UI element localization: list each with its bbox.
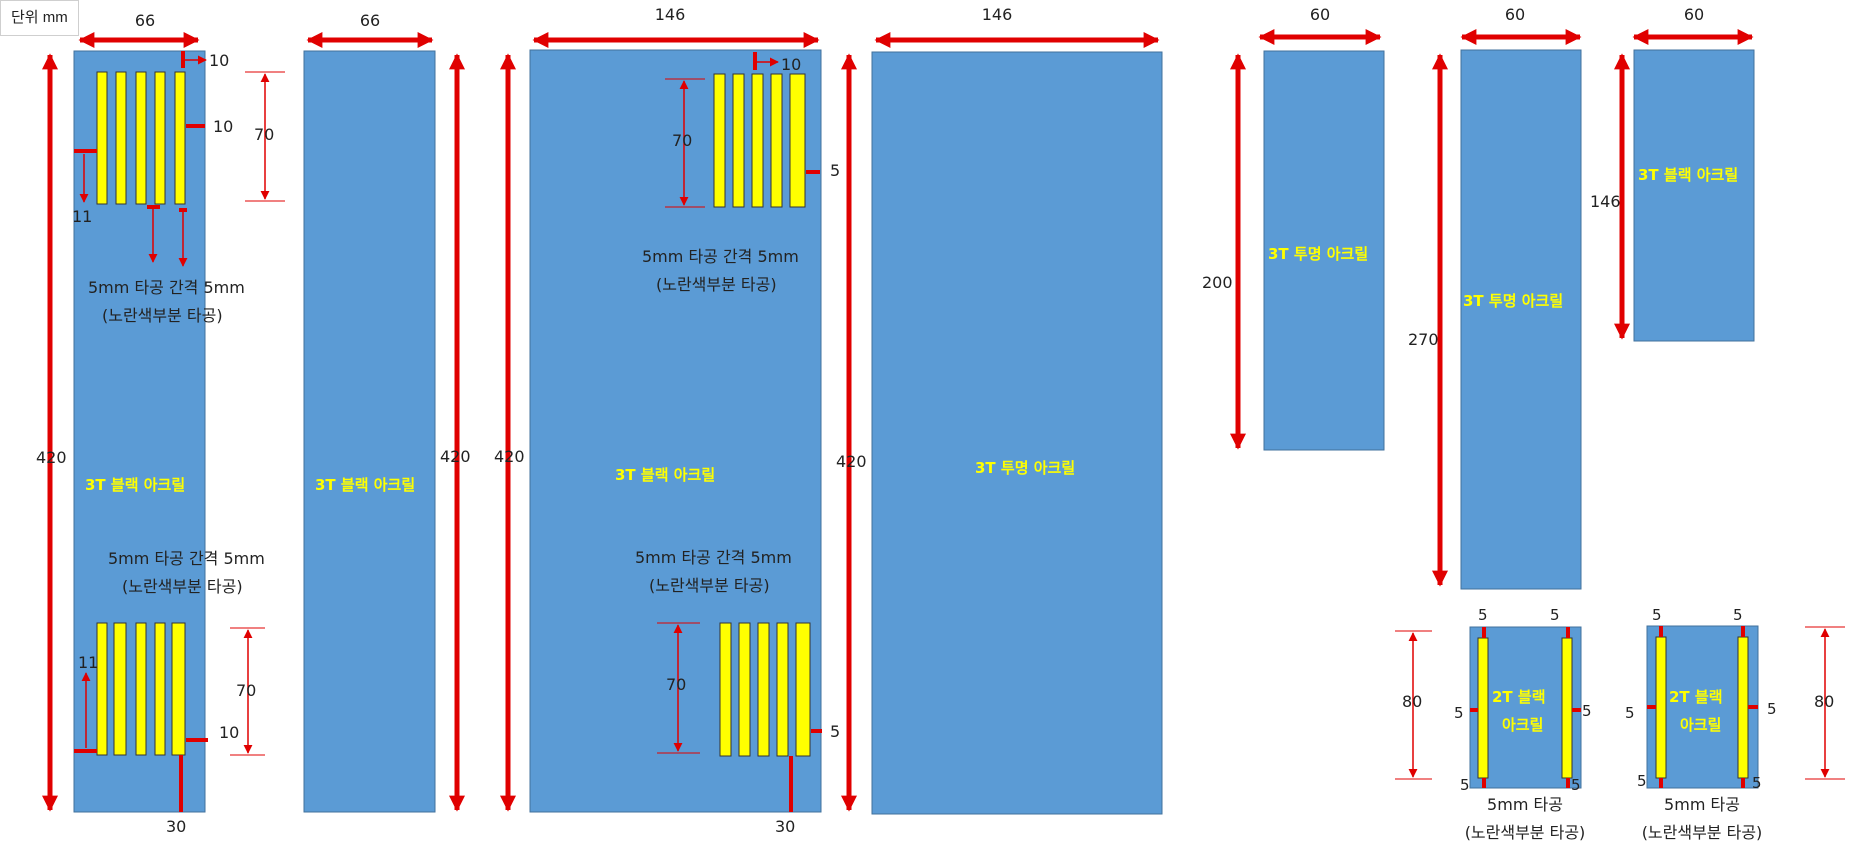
panel-1-note-top-sub: (노란색부분 타공) xyxy=(102,306,223,325)
panel-3-top-slot-label: 70 xyxy=(672,131,692,150)
panel-2-body xyxy=(303,50,436,813)
panel-1-top-slots xyxy=(96,71,186,205)
panel-9-height-label: 80 xyxy=(1814,692,1834,711)
panel-7-body xyxy=(1633,49,1755,342)
panel-8-note-sub: (노란색부분 타공) xyxy=(1465,823,1586,842)
panel-9-dim-mr: 5 xyxy=(1767,700,1777,718)
panel-2: 66 420 3T 블랙 아크릴 xyxy=(303,11,471,813)
panel-1-width-label: 66 xyxy=(135,11,155,30)
panel-1-note-top: 5mm 타공 간격 5mm xyxy=(88,278,245,297)
panel-3-height-label-right: 420 xyxy=(836,452,867,471)
panel-9-title-line1: 2T 블랙 xyxy=(1669,688,1723,706)
panel-1-bottom-left-label: 11 xyxy=(78,653,98,672)
panel-8: 5 5 5 5 5 5 2T 블랙 아크릴 80 5mm 타공 (노란색부분 타… xyxy=(1395,606,1592,842)
panel-5: 60 200 3T 투명 아크릴 xyxy=(1202,5,1385,451)
panel-8-dim-bl: 5 xyxy=(1460,776,1470,794)
panel-1-right-edge-label: 10 xyxy=(213,117,233,136)
panel-3-bottom-right-label: 5 xyxy=(830,722,840,741)
panel-7-title: 3T 블랙 아크릴 xyxy=(1638,166,1738,184)
panel-5-body xyxy=(1263,50,1385,451)
panel-7-height-label: 146 xyxy=(1590,192,1621,211)
panel-1-title: 3T 블랙 아크릴 xyxy=(85,476,185,494)
panel-9-title-line2: 아크릴 xyxy=(1680,716,1721,734)
panel-8-title-line1: 2T 블랙 xyxy=(1492,688,1546,706)
panel-5-height-label: 200 xyxy=(1202,273,1233,292)
panel-4-width-label: 146 xyxy=(982,5,1013,24)
panel-1-note-bottom-sub: (노란색부분 타공) xyxy=(122,577,243,596)
panel-3-height-label-left: 420 xyxy=(494,447,525,466)
panel-9-dim-bl: 5 xyxy=(1637,772,1647,790)
panel-3-top-edge-label: 10 xyxy=(781,55,801,74)
panel-9-note-sub: (노란색부분 타공) xyxy=(1642,823,1763,842)
panel-6-height-label: 270 xyxy=(1408,330,1439,349)
panel-8-ticks xyxy=(1470,627,1581,788)
panel-1-bottom-10-label: 10 xyxy=(219,723,239,742)
panel-3-bottom-slots xyxy=(719,622,811,757)
panel-8-height-label: 80 xyxy=(1402,692,1422,711)
panel-5-width-label: 60 xyxy=(1310,5,1330,24)
panel-5-title: 3T 투명 아크릴 xyxy=(1268,245,1368,263)
panel-1-slot-height-label: 70 xyxy=(254,125,274,144)
panel-9: 5 5 5 5 5 5 2T 블랙 아크릴 80 5mm 타공 (노란색부분 타… xyxy=(1625,606,1845,842)
panel-4-body xyxy=(871,51,1163,815)
panel-3-note-bottom-sub: (노란색부분 타공) xyxy=(649,576,770,595)
panel-8-dim-br: 5 xyxy=(1571,776,1581,794)
panel-9-ticks xyxy=(1647,626,1758,788)
panel-3-width-label: 146 xyxy=(655,5,686,24)
panel-6: 60 270 3T 투명 아크릴 xyxy=(1408,5,1582,590)
panel-4: 146 3T 투명 아크릴 xyxy=(871,5,1163,815)
panel-2-width-label: 66 xyxy=(360,11,380,30)
panel-6-width-label: 60 xyxy=(1505,5,1525,24)
unit-label: 단위 mm xyxy=(0,0,79,36)
panel-3-note-top-sub: (노란색부분 타공) xyxy=(656,275,777,294)
panel-3-note-bottom: 5mm 타공 간격 5mm xyxy=(635,548,792,567)
panel-9-dim-tl: 5 xyxy=(1652,606,1662,624)
panel-7: 60 146 3T 블랙 아크릴 xyxy=(1590,5,1755,342)
panel-3-note-top: 5mm 타공 간격 5mm xyxy=(642,247,799,266)
panel-3-top-right-label: 5 xyxy=(830,161,840,180)
panel-1-left-offset-label: 11 xyxy=(72,207,92,226)
panel-7-width-label: 60 xyxy=(1684,5,1704,24)
panel-8-title-line2: 아크릴 xyxy=(1502,716,1543,734)
panel-8-dim-tr: 5 xyxy=(1550,606,1560,624)
panel-9-dim-tr: 5 xyxy=(1733,606,1743,624)
panel-2-title: 3T 블랙 아크릴 xyxy=(315,476,415,494)
panel-1-top-edge-label: 10 xyxy=(209,51,229,70)
panel-9-note: 5mm 타공 xyxy=(1664,795,1740,814)
panel-3-bottom-slot-label: 70 xyxy=(666,675,686,694)
panel-6-title: 3T 투명 아크릴 xyxy=(1463,292,1563,310)
panel-8-note: 5mm 타공 xyxy=(1487,795,1563,814)
panel-3-bottom-offset-label: 30 xyxy=(775,817,795,836)
panel-1-bottom-slots xyxy=(96,622,186,756)
panel-1-bottom-offset-label: 30 xyxy=(166,817,186,836)
panel-9-dim-br: 5 xyxy=(1752,774,1762,792)
panel-1-bottom-70-label: 70 xyxy=(236,681,256,700)
panel-1: 66 420 10 10 11 70 5mm 타공 간격 5mm (노란색부분 … xyxy=(36,11,285,836)
panel-8-dim-mr: 5 xyxy=(1582,702,1592,720)
panel-1-note-bottom: 5mm 타공 간격 5mm xyxy=(108,549,265,568)
panel-4-title: 3T 투명 아크릴 xyxy=(975,459,1075,477)
panel-8-dim-tl: 5 xyxy=(1478,606,1488,624)
panel-2-height-label: 420 xyxy=(440,447,471,466)
panel-9-dim-ml: 5 xyxy=(1625,704,1635,722)
panel-3: 146 420 420 10 70 5 5mm 타공 간격 5mm (노란색부분… xyxy=(494,5,867,836)
panel-6-body xyxy=(1460,49,1582,590)
panel-3-title: 3T 블랙 아크릴 xyxy=(615,466,715,484)
panel-1-height-label: 420 xyxy=(36,448,67,467)
panel-3-top-slots xyxy=(713,73,806,208)
panel-8-dim-ml: 5 xyxy=(1454,704,1464,722)
